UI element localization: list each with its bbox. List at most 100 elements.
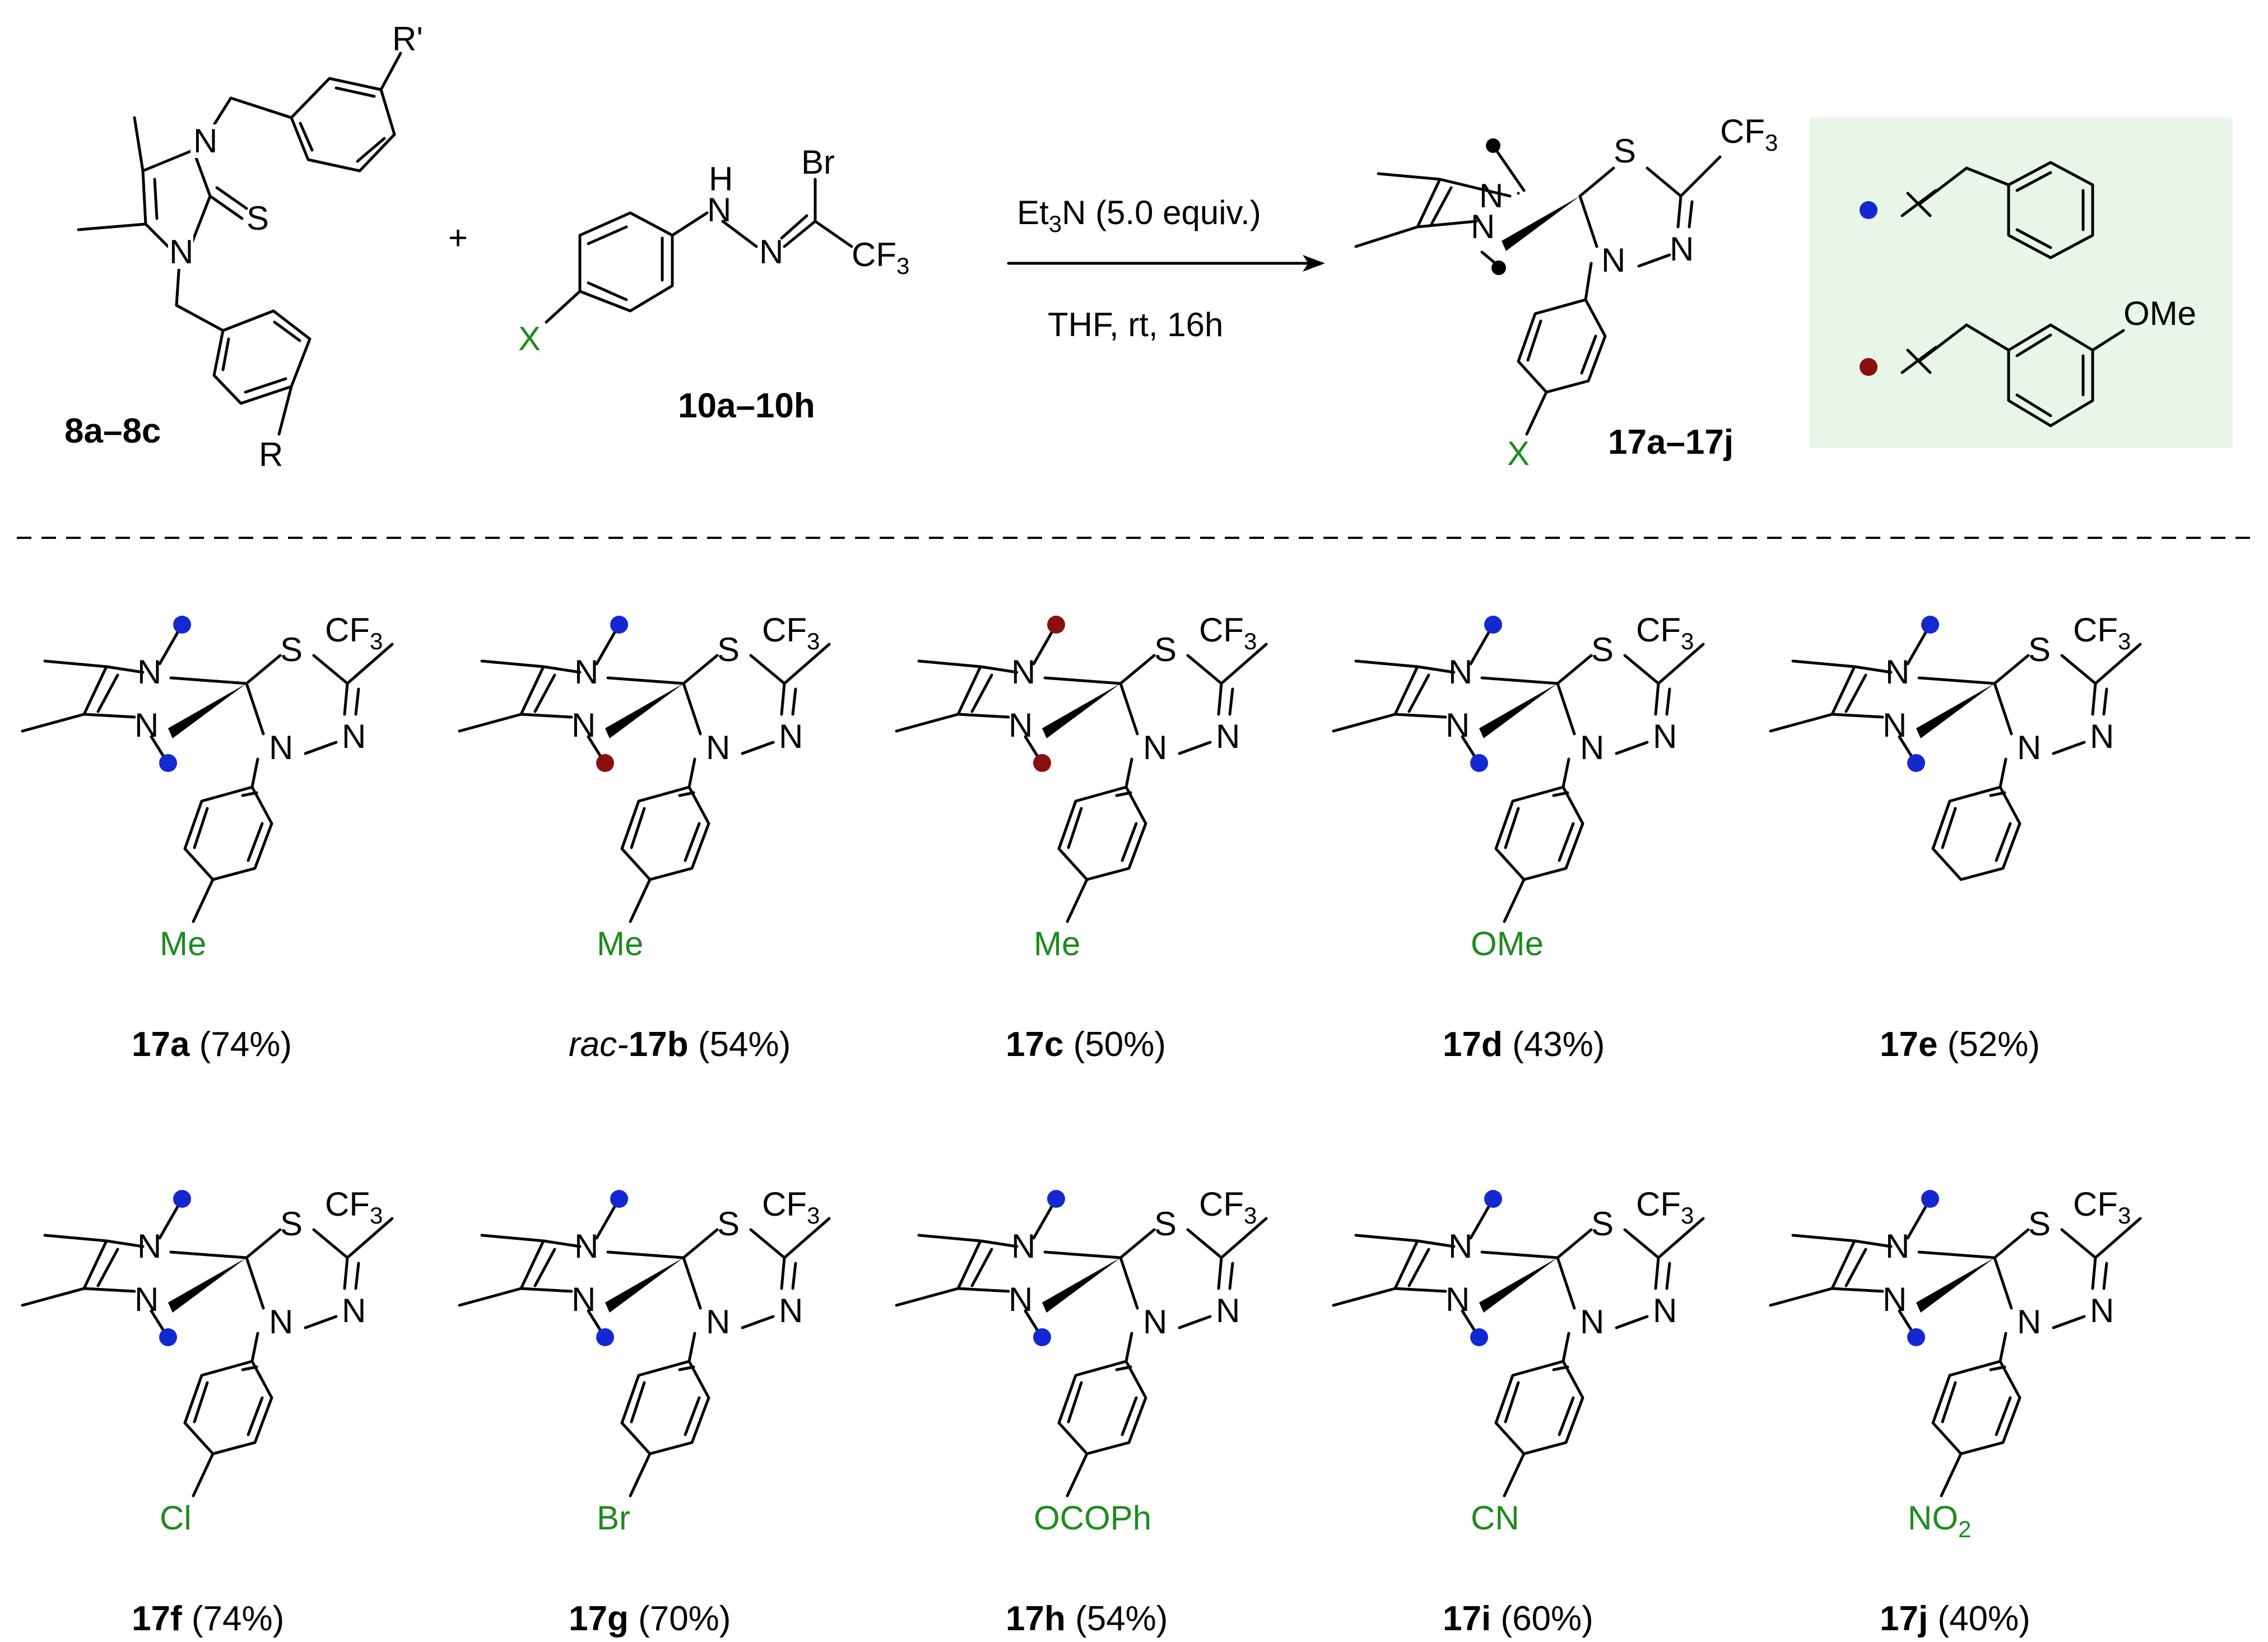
svg-text:N: N — [759, 233, 783, 271]
svg-text:N: N — [1885, 1227, 1909, 1265]
svg-text:N: N — [707, 191, 731, 229]
n-substituent-dot — [1921, 616, 1939, 634]
n-substituent-dot — [596, 754, 614, 772]
svg-text:N: N — [1580, 1303, 1604, 1341]
svg-text:N: N — [269, 1303, 293, 1341]
para-substituent: Cl — [160, 1499, 192, 1537]
svg-text:N: N — [706, 1303, 730, 1341]
svg-text:S: S — [1591, 1205, 1614, 1243]
svg-text:N: N — [1653, 718, 1677, 755]
svg-text:CF3: CF3 — [2073, 1185, 2131, 1229]
n-substituent-dot — [1921, 1190, 1939, 1208]
svg-text:N: N — [1008, 706, 1033, 744]
svg-text:N: N — [1216, 718, 1240, 755]
svg-text:N: N — [193, 122, 217, 160]
product-label: 17a–17j — [1608, 423, 1733, 462]
svg-text:N: N — [779, 718, 803, 755]
reaction-arrow — [1007, 255, 1325, 272]
svg-text:N: N — [571, 1281, 596, 1318]
legend-ome-label: OMe — [2123, 295, 2196, 332]
para-substituent: OMe — [1471, 925, 1544, 962]
svg-text:N: N — [1479, 177, 1503, 215]
svg-text:S: S — [2028, 1205, 2051, 1243]
legend-red-dot — [1860, 358, 1877, 376]
svg-text:N: N — [2090, 1292, 2114, 1329]
svg-text:N: N — [1446, 1281, 1470, 1318]
n-substituent-dot — [610, 1190, 628, 1208]
svg-text:X: X — [1507, 435, 1530, 472]
svg-text:CF3: CF3 — [1199, 1185, 1257, 1229]
generic-product — [1354, 138, 1722, 436]
r-prime-label: R' — [392, 20, 423, 58]
n-substituent-dot — [1470, 754, 1488, 772]
reactant-hydrazonoyl-atoms: N H N Br CF3 X 10a–10h — [518, 143, 909, 425]
svg-text:CF3: CF3 — [1636, 611, 1694, 654]
n-substituent-dot — [1047, 1190, 1065, 1208]
svg-text:CF3: CF3 — [1720, 113, 1778, 156]
svg-text:Br: Br — [801, 143, 835, 181]
compound-label: rac-17b (54%) — [569, 1025, 791, 1064]
svg-text:S: S — [1614, 132, 1636, 170]
n-substituent-dot — [1907, 1328, 1925, 1346]
svg-text:CF3: CF3 — [762, 611, 820, 654]
n-substituent-dot — [1033, 754, 1051, 772]
r-label: R — [259, 436, 283, 473]
svg-text:N: N — [1011, 1227, 1035, 1265]
para-substituent: Me — [1034, 925, 1080, 962]
svg-text:N: N — [571, 706, 596, 744]
compound-label: 17f (74%) — [132, 1599, 284, 1638]
para-substituent: OCOPh — [1034, 1499, 1151, 1537]
reactant-thione-atoms: N N S R' R 8a–8c — [64, 20, 423, 473]
n-substituent-dot — [159, 1328, 177, 1346]
compound-label: 17h (54%) — [1006, 1599, 1168, 1638]
svg-text:N: N — [1448, 1227, 1472, 1265]
svg-text:N: N — [269, 729, 293, 766]
svg-text:S: S — [2028, 631, 2051, 668]
svg-text:CF3: CF3 — [2073, 611, 2131, 654]
compound-label: 17i (60%) — [1443, 1599, 1593, 1638]
n-substituent-dot — [1047, 616, 1065, 634]
svg-text:CF3: CF3 — [1636, 1185, 1694, 1229]
svg-text:CF3: CF3 — [325, 1185, 383, 1229]
n-substituent-dot — [1484, 616, 1502, 634]
svg-text:N: N — [1883, 706, 1907, 744]
svg-text:N: N — [1885, 653, 1909, 691]
svg-text:N: N — [1653, 1292, 1677, 1329]
svg-text:H: H — [709, 160, 733, 198]
svg-text:CF3: CF3 — [852, 236, 909, 279]
para-substituent: CN — [1471, 1499, 1519, 1537]
svg-text:N: N — [134, 1281, 159, 1318]
reactant-hydrazonoyl — [545, 178, 853, 324]
svg-text:N: N — [1216, 1292, 1240, 1329]
svg-text:N: N — [574, 653, 598, 691]
conditions-top: Et3N (5.0 equiv.) — [1017, 194, 1261, 237]
svg-text:N: N — [2017, 1303, 2041, 1341]
n-substituent-dot — [1907, 754, 1925, 772]
compound-label: 17c (50%) — [1006, 1025, 1166, 1064]
svg-text:N: N — [574, 1227, 598, 1265]
svg-text:N: N — [779, 1292, 803, 1329]
svg-text:S: S — [280, 1205, 303, 1243]
svg-text:N: N — [169, 233, 193, 271]
svg-text:N: N — [342, 718, 366, 755]
svg-text:S: S — [1591, 631, 1614, 668]
reactant2-label: 10a–10h — [678, 387, 815, 425]
svg-text:N: N — [1011, 653, 1035, 691]
n-substituent-dot — [1484, 1190, 1502, 1208]
compound-label: 17a (74%) — [132, 1025, 292, 1064]
conditions-bottom: THF, rt, 16h — [1048, 306, 1223, 343]
x-label: X — [518, 320, 541, 357]
para-substituent: Me — [597, 925, 643, 962]
n-substituent-dot — [1033, 1328, 1051, 1346]
n-substituent-dot — [596, 1328, 614, 1346]
compound-label: 17d (43%) — [1443, 1025, 1605, 1064]
reactant1-label: 8a–8c — [64, 412, 161, 450]
svg-text:N: N — [1883, 1281, 1907, 1318]
reactant-thione — [77, 52, 402, 436]
legend-box: OMe — [1810, 118, 2233, 448]
svg-text:N: N — [1670, 230, 1694, 268]
